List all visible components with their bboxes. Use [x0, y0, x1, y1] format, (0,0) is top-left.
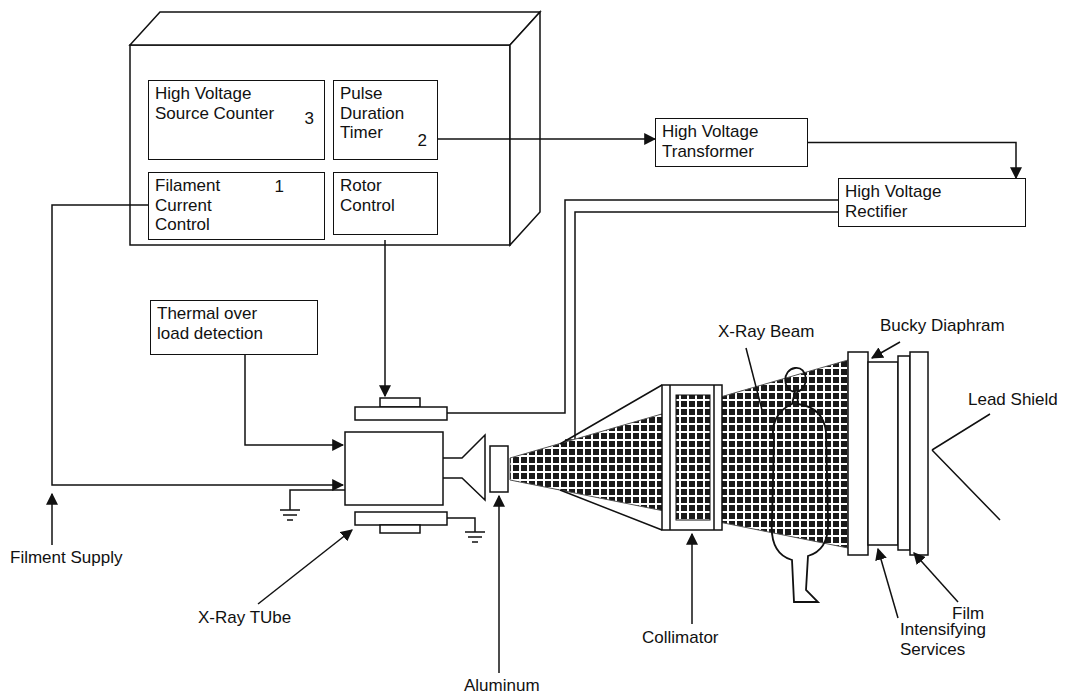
- filament-wire: [52, 205, 343, 485]
- control-box: High Voltage Source Counter 3: [148, 80, 325, 160]
- tube-body: [345, 432, 443, 505]
- console-front: [130, 45, 510, 245]
- collimator-slats: [670, 385, 714, 530]
- tube-top-knob: [380, 398, 420, 407]
- part-label: Lead Shield: [966, 390, 1070, 410]
- control-box: High Voltage Transformer: [655, 118, 808, 167]
- leader-line: [914, 553, 958, 602]
- leader-line: [51, 494, 53, 545]
- collimator: [662, 385, 722, 530]
- console-side: [510, 12, 540, 245]
- signal-arrow: [438, 138, 655, 140]
- part-label: Filment Supply: [8, 548, 142, 568]
- callout-number: 1: [275, 177, 284, 197]
- leader-line: [872, 342, 900, 358]
- box-label: Thermal over load detection: [157, 304, 287, 343]
- leader-line: [932, 414, 1000, 520]
- control-box: Thermal over load detection: [150, 300, 318, 355]
- aluminum-filter: [490, 446, 508, 492]
- part-label: Collimator: [640, 628, 744, 648]
- rotor-wire: [384, 240, 386, 396]
- callout-number: 2: [418, 131, 427, 151]
- collimator-cone: [560, 385, 662, 530]
- ground-wire: [447, 518, 485, 542]
- ground-wire: [280, 490, 345, 520]
- control-box: Rotor Control: [333, 172, 438, 235]
- tube-bottom-knob: [380, 525, 420, 533]
- part-label: Aluminum: [462, 676, 556, 696]
- box-label: High Voltage Rectifier: [845, 182, 975, 221]
- intensifying-screen: [868, 362, 898, 545]
- part-label: Bucky Diaphram: [878, 316, 1017, 336]
- collimator-grid: [676, 395, 710, 520]
- leader-line: [878, 549, 898, 618]
- film: [898, 356, 910, 550]
- leader-line: [258, 530, 352, 604]
- patient-outline: [772, 368, 828, 602]
- bucky-diaphragm: [848, 352, 868, 555]
- leader-line: [498, 496, 500, 673]
- thermal-wire: [245, 355, 343, 445]
- box-label: High Voltage Source Counter: [155, 84, 275, 123]
- box-label: Filament Current Control: [155, 176, 255, 235]
- leader-line: [691, 534, 693, 624]
- console-top: [130, 12, 540, 45]
- control-box: High Voltage Rectifier: [838, 178, 1026, 227]
- x-ray-beam: [510, 360, 848, 548]
- tube-top-plate: [355, 407, 447, 420]
- lead-shield: [910, 352, 928, 555]
- tube-bottom-plate: [355, 512, 447, 525]
- control-box: Pulse Duration Timer 2: [333, 80, 438, 160]
- control-box: Filament Current Control 1: [148, 172, 325, 240]
- part-label: Intensifying Services: [898, 620, 1022, 659]
- box-label: Pulse Duration Timer: [340, 84, 412, 143]
- box-label: High Voltage Transformer: [662, 122, 782, 161]
- signal-arrow: [808, 143, 1016, 179]
- callout-number: 3: [305, 109, 314, 129]
- part-label: X-Ray Beam: [716, 322, 820, 342]
- leader-line: [746, 348, 762, 410]
- part-label: X-Ray TUbe: [196, 608, 310, 628]
- tube-port: [443, 435, 485, 500]
- box-label: Rotor Control: [340, 176, 412, 215]
